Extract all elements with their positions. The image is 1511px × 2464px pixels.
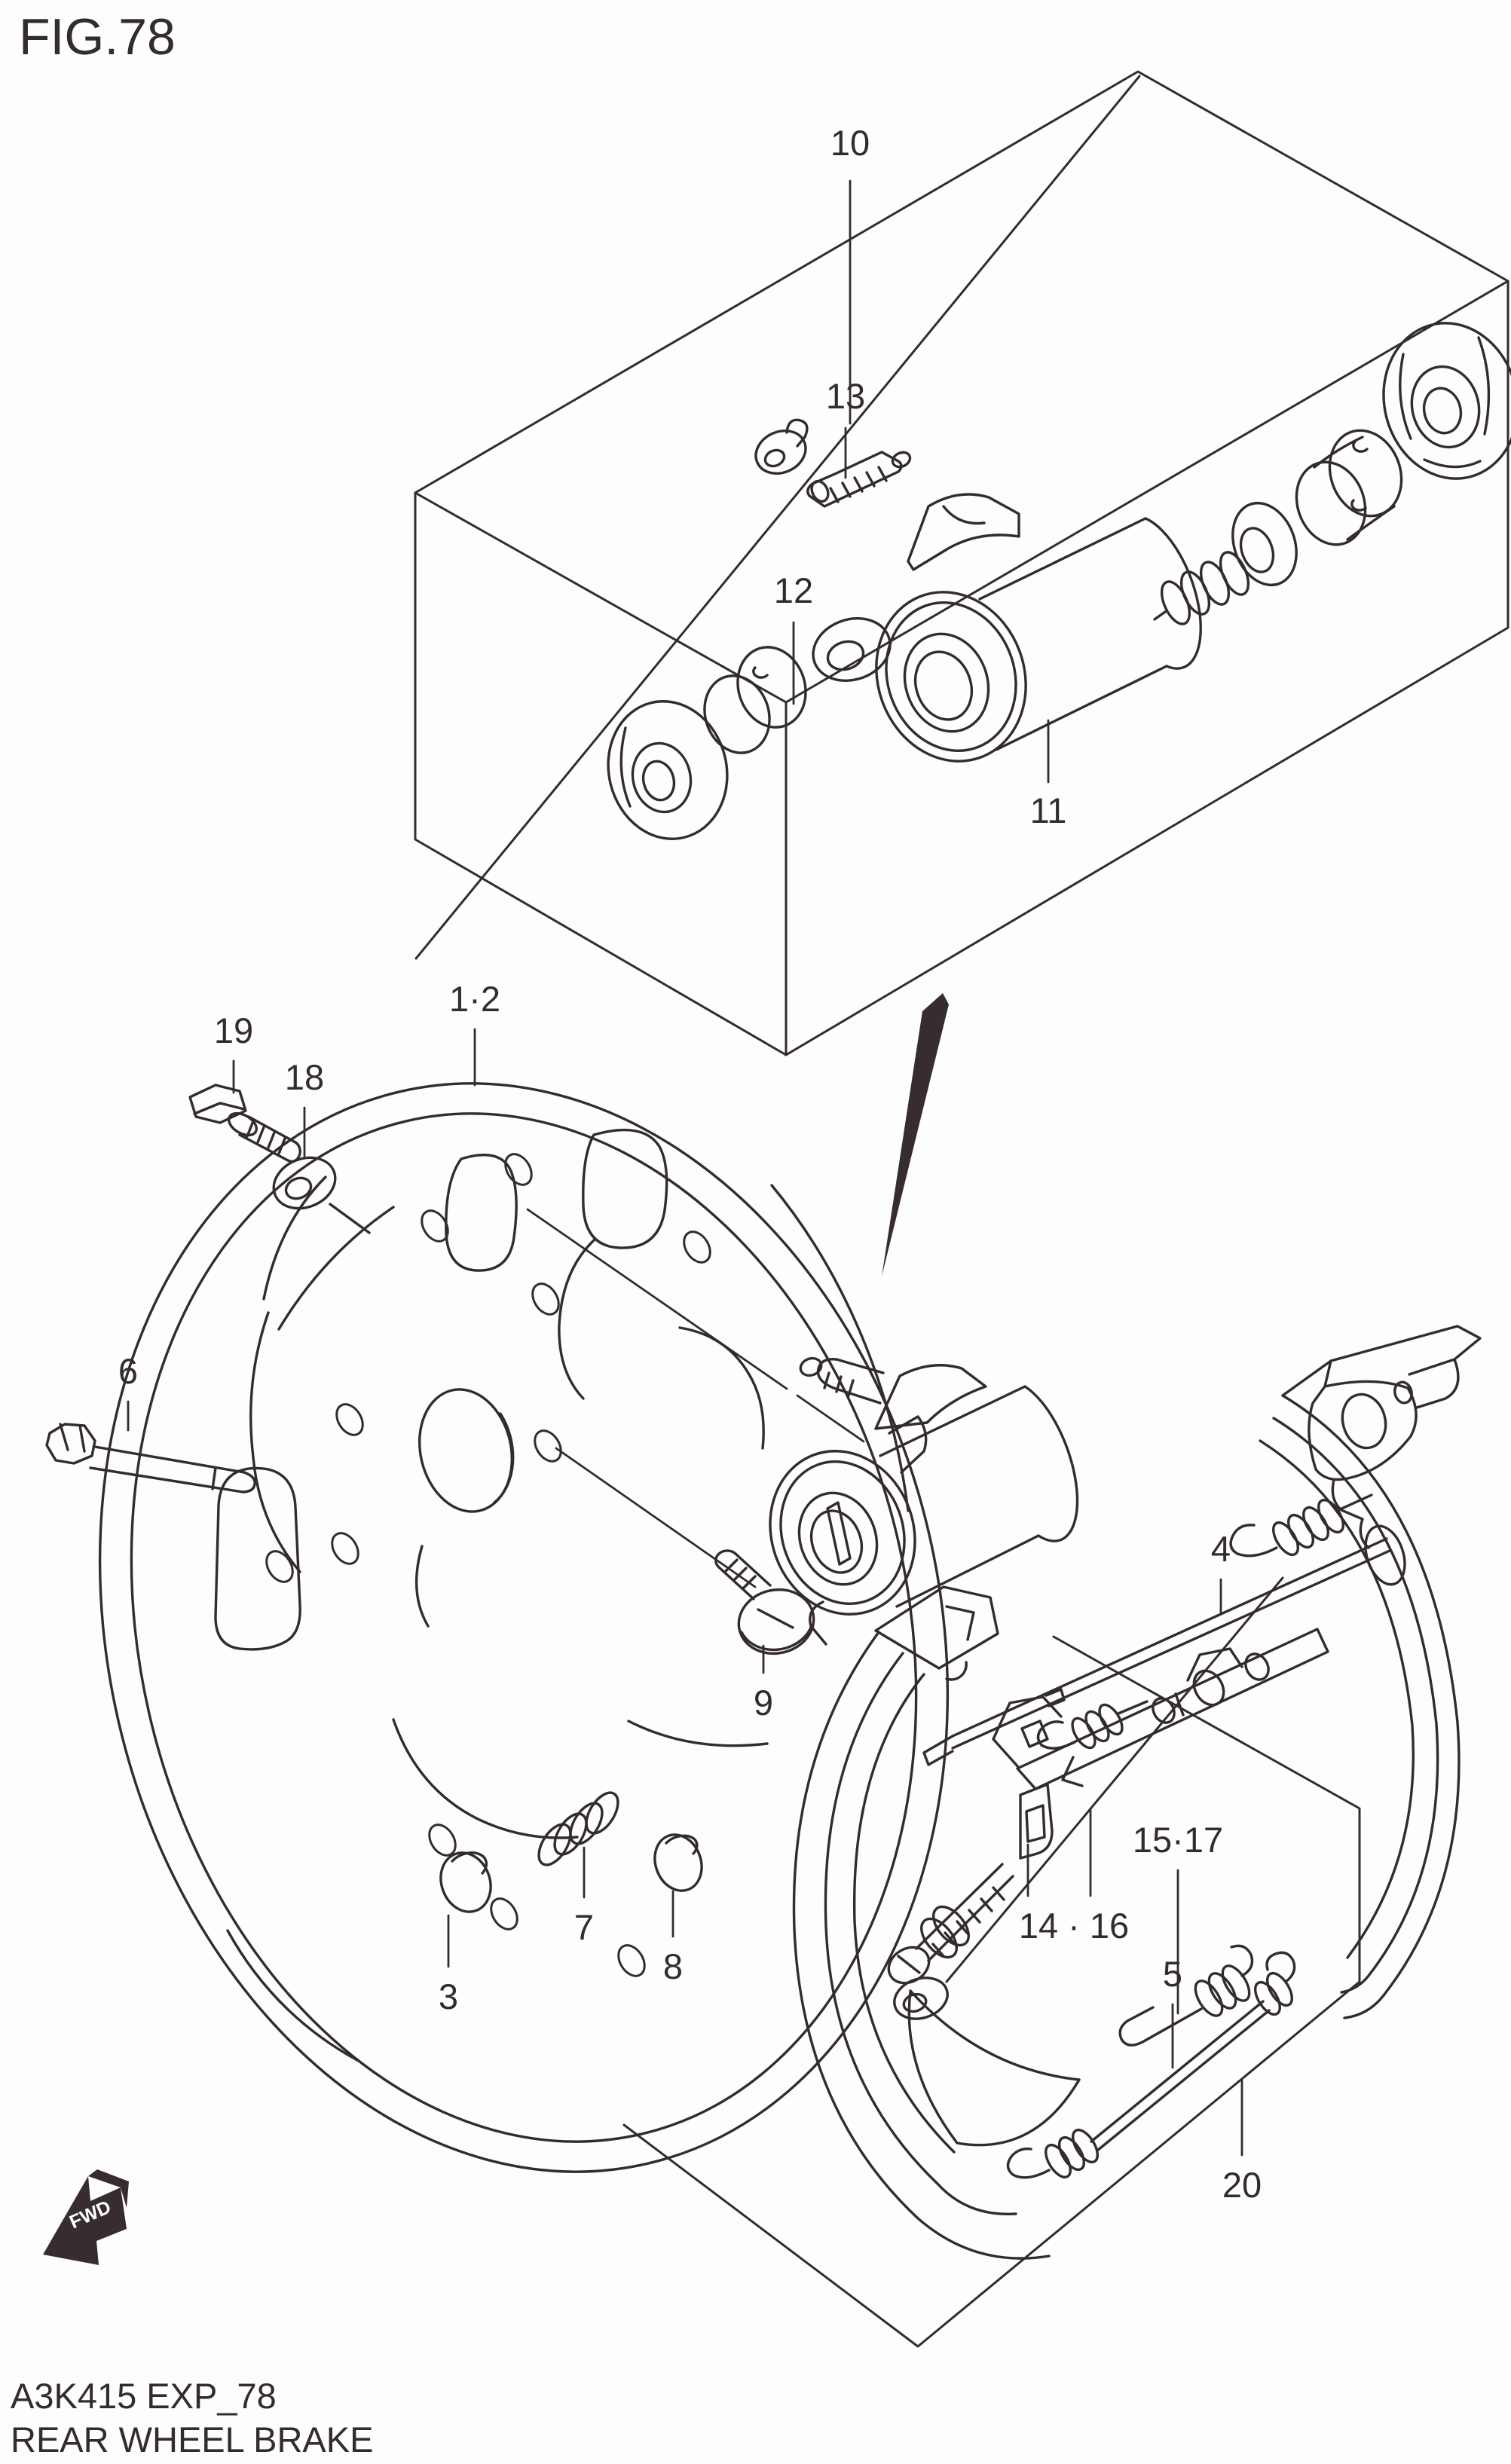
callout-12: 12 — [774, 570, 813, 610]
brake-shoe-left-drawing — [792, 1585, 1081, 2260]
brake-shoe-kit-box — [622, 1576, 1361, 2348]
assembly-direction-wedge — [882, 993, 949, 1276]
assembly-axis-lines — [526, 1208, 865, 1588]
callout-3: 3 — [439, 1976, 458, 2016]
callout-13: 13 — [826, 376, 865, 416]
callout-8: 8 — [663, 1946, 683, 1986]
boot-right-drawing — [1382, 322, 1511, 480]
callout-9: 9 — [754, 1683, 773, 1723]
backing-plate-holes — [265, 1153, 711, 1977]
piston-right-drawing — [1295, 429, 1403, 546]
callout-labels: 10 13 12 11 19 18 1·2 6 9 4 3 7 8 14 · 1… — [118, 123, 1262, 2205]
callout-18: 18 — [285, 1057, 324, 1097]
anchor-bolt-drawing — [45, 1423, 256, 1493]
callout-20: 20 — [1222, 2165, 1262, 2205]
callout-6: 6 — [118, 1351, 138, 1391]
footer-code: A3K415 EXP_78 — [11, 2376, 277, 2416]
callout-14-16: 14 · 16 — [1019, 1906, 1129, 1946]
callout-1-2: 1·2 — [449, 979, 500, 1019]
piston-cup-drawing — [1231, 501, 1298, 587]
mounted-wheel-cylinder-drawing — [769, 1356, 1079, 1646]
adjuster-wedge-drawing — [1019, 1783, 1054, 1860]
holddown-cup-a-drawing — [439, 1851, 492, 1913]
piston-left-drawing — [703, 646, 807, 754]
cylinder-bolt-drawing — [714, 1549, 815, 1655]
callout-11: 11 — [1030, 790, 1067, 830]
shoe-return-springs-drawing — [1006, 1493, 1373, 2179]
adjuster-screw-drawing — [887, 1863, 1014, 2020]
adjuster-lever-drawing — [992, 1628, 1329, 1790]
backing-plate-drawing — [98, 1082, 950, 2173]
fwd-direction-badge: FWD — [43, 2169, 129, 2265]
figure-number: FIG.78 — [19, 8, 176, 66]
boot-left-drawing — [607, 700, 729, 840]
callout-7: 7 — [574, 1907, 594, 1947]
wheel-cylinder-body-drawing — [875, 493, 1202, 763]
cylinder-spring-drawing — [1153, 551, 1250, 625]
holddown-cup-b-drawing — [653, 1833, 703, 1892]
parking-strut-drawing — [922, 1537, 1391, 1766]
washer-drawing — [272, 1156, 371, 1234]
callout-leader-lines — [127, 179, 1243, 2157]
bleeder-cap-drawing — [754, 418, 809, 475]
brake-shoe-right-drawing — [1259, 1325, 1482, 2019]
callout-10: 10 — [830, 123, 870, 163]
callout-15-17: 15·17 — [1133, 1820, 1223, 1860]
plate-bolt-drawing — [188, 1084, 301, 1163]
wheel-cylinder-kit-box — [414, 70, 1509, 1056]
callout-5: 5 — [1163, 1954, 1182, 1994]
fwd-arrow-top-face — [88, 2169, 129, 2208]
bleeder-screw-drawing — [806, 451, 912, 508]
callout-4: 4 — [1211, 1529, 1231, 1569]
callout-19: 19 — [214, 1010, 253, 1050]
holddown-spring-drawing — [537, 1791, 619, 1866]
footer-title: REAR WHEEL BRAKE — [11, 2420, 373, 2459]
fwd-arrow-icon — [43, 2176, 127, 2265]
cup-ring-drawing — [812, 617, 892, 682]
